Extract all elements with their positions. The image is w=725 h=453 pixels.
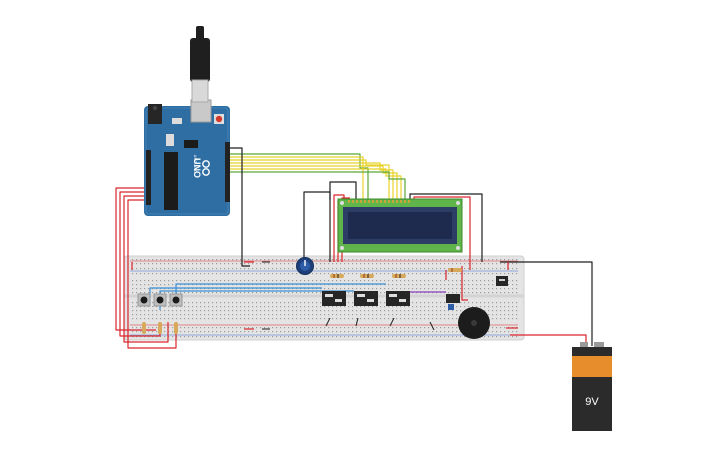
atmega-chip [164, 152, 178, 210]
push-buttons [137, 293, 183, 307]
battery-9v[interactable]: 9V [572, 342, 612, 431]
resistor [448, 268, 462, 272]
potentiometer[interactable] [296, 257, 314, 275]
relay-3[interactable] [386, 291, 410, 306]
push-button-1[interactable] [137, 293, 151, 307]
push-button-3[interactable] [169, 293, 183, 307]
push-button-2[interactable] [153, 293, 167, 307]
lcd-display[interactable] [337, 198, 463, 253]
lcd-pin-header [348, 200, 410, 203]
wires [115, 147, 593, 349]
arduino-brand-label: ARDUINO [193, 155, 198, 173]
usb-port [190, 99, 212, 123]
transistor-module[interactable] [446, 294, 460, 310]
usb-cable[interactable] [190, 26, 210, 103]
jumper-wires [262, 261, 435, 331]
relay-1[interactable] [322, 291, 346, 306]
resistor [330, 274, 344, 278]
piezo-buzzer[interactable] [458, 307, 490, 339]
resistor [174, 322, 178, 334]
arduino-model-label: UNO [192, 158, 202, 178]
lcd-backlight-gnd [409, 193, 483, 262]
arduino-uno[interactable]: UNO ARDUINO [144, 99, 230, 216]
relay-2[interactable] [354, 291, 378, 306]
resistor [142, 322, 146, 334]
arduino-gnd-wire [228, 147, 250, 267]
lcd-data-wires [228, 153, 406, 202]
resistors [142, 268, 462, 334]
resistor [360, 274, 374, 278]
pot-wire [303, 191, 331, 262]
lcd-screen [348, 212, 452, 239]
resistor [392, 274, 406, 278]
voltage-regulator[interactable] [496, 276, 508, 286]
lcd-gnd-wire [329, 181, 357, 262]
resistor [158, 322, 162, 334]
battery-label: 9V [585, 396, 599, 408]
arduino-logo: UNO [192, 158, 210, 178]
power-jack [148, 104, 162, 124]
battery-negative-wire [500, 261, 593, 346]
relays [322, 291, 410, 306]
reset-button[interactable] [215, 115, 223, 123]
